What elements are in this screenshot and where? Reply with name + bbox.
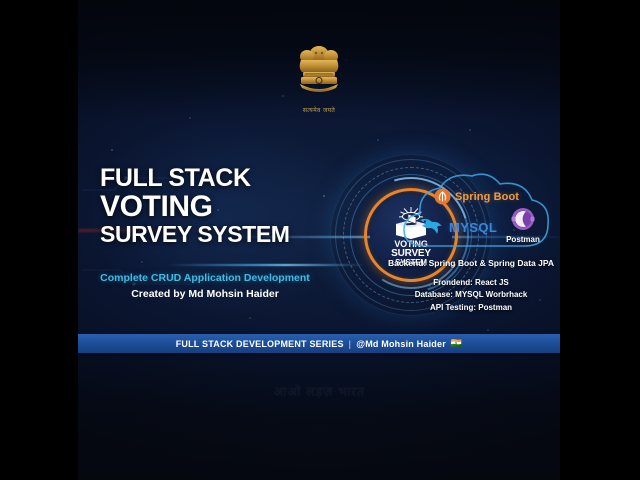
api-testing-line: API Testing: Postman <box>429 302 513 312</box>
hub-orange-ring <box>364 188 458 282</box>
video-poster-stage: सत्यमेव जयते FULL STACK VOTING SURVEY SY… <box>78 0 560 480</box>
tech-stack-cloud: Spring Boot MYSQL Postman <box>396 168 556 260</box>
poster-subline: Complete CRUD Application Development Cr… <box>100 272 310 300</box>
banner-handle: @Md Mohsin Haider <box>356 338 446 349</box>
hub-mid-ring <box>350 174 472 296</box>
hub-outer-ring <box>335 159 487 311</box>
author-credit: Created by Md Mohsin Haider <box>131 288 279 300</box>
spring-boot-leaf-icon <box>434 188 451 205</box>
mysql-logo: MYSQL <box>418 216 497 238</box>
frontend-line: Frondend: React JS <box>433 278 509 287</box>
postman-label: Postman <box>506 235 540 244</box>
spring-boot-label: Spring Boot <box>455 190 520 203</box>
state-emblem-of-india-icon: सत्यमेव जयते <box>288 38 350 114</box>
hub-dashed-ring <box>343 167 479 303</box>
emblem-motto: सत्यमेव जयते <box>302 107 336 114</box>
mysql-label: MYSQL <box>449 219 498 235</box>
bottom-series-banner: FULL STACK DEVELOPMENT SERIES | @Md Mohs… <box>78 334 560 353</box>
voting-survey-system-badge: VOTING SURVEY SYSTEM <box>370 194 452 276</box>
india-flag-icon: 🇮🇳 <box>450 338 463 349</box>
postman-astronaut-icon <box>511 208 535 230</box>
poster-headline: FULL STACK VOTING SURVEY SYSTEM <box>100 166 300 245</box>
headline-line-3: SURVEY SYSTEM <box>100 220 290 247</box>
mysql-dolphin-icon <box>420 218 442 234</box>
stack-detail-lines: Frondend: React JS Database: MYSQL Worbr… <box>378 277 560 314</box>
cloud-outline-icon <box>403 173 549 247</box>
badge-line-2: SURVEY <box>391 247 431 259</box>
tech-stack-details: Backend: Spring Boot & Spring Data JPA F… <box>378 258 560 314</box>
hub-outer-glow-ring <box>330 154 492 316</box>
badge-line-3: SYSTEM <box>395 258 427 268</box>
banner-series-label: FULL STACK DEVELOPMENT SERIES <box>175 338 344 349</box>
center-emblem-hub: VOTING SURVEY SYSTEM <box>330 154 492 316</box>
spring-boot-logo: Spring Boot <box>434 188 519 205</box>
banner-separator: | <box>348 338 352 349</box>
tagline-text: Complete CRUD Application Development <box>100 272 310 284</box>
headline-line-1: FULL STACK <box>100 164 251 192</box>
backend-line: Backend: Spring Boot & Spring Data JPA <box>387 258 555 268</box>
ballot-box-icon <box>396 206 426 239</box>
banner-text: FULL STACK DEVELOPMENT SERIES | @Md Mohs… <box>176 339 463 349</box>
headline-line-2: VOTING <box>100 189 213 223</box>
database-line: Database: MYSQL Worbrhack <box>414 290 528 300</box>
postman-logo: Postman <box>500 206 546 244</box>
ghost-watermark-text: आओ लड़ज़ भारत <box>273 385 365 400</box>
ashoka-lion-capital-icon <box>299 46 339 92</box>
